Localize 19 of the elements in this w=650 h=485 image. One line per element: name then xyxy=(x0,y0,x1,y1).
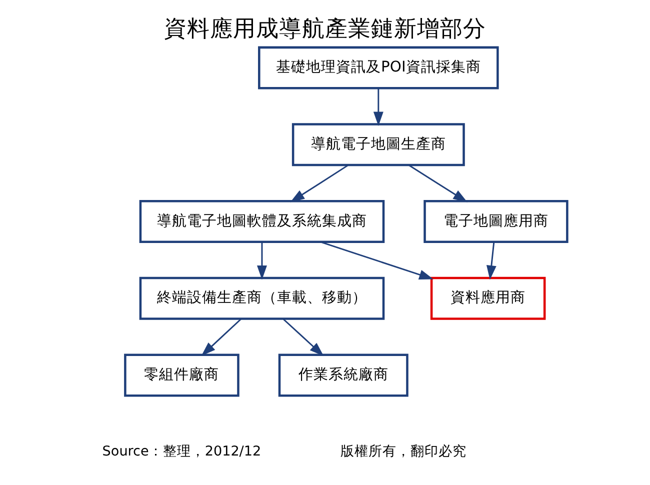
label: 版權所有，翻印必究 xyxy=(340,443,466,460)
node-box: 導航電子地圖生產商 xyxy=(292,122,465,166)
arrow xyxy=(320,240,434,279)
node-box: 作業系統廠商 xyxy=(278,353,408,396)
arrow xyxy=(290,164,349,202)
arrow xyxy=(256,242,267,280)
node-box: 電子地圖應用商 xyxy=(424,200,568,242)
arrow xyxy=(486,242,496,280)
node-box: 終端設備生產商（車載、移動） xyxy=(139,276,385,320)
diagram-title: 資料應用成導航產業鏈新增部分 xyxy=(164,16,486,42)
node-box: 資料應用商 xyxy=(430,276,546,320)
node-box: 導航電子地圖軟體及系統集成商 xyxy=(139,200,385,242)
arrow xyxy=(373,88,384,126)
label: Source：整理，2012/12 xyxy=(102,443,262,460)
arrow xyxy=(282,318,324,356)
arrow xyxy=(408,164,468,202)
node-box: 基礎地理資訊及POI資訊採集商 xyxy=(258,46,499,89)
node-box: 零組件廠商 xyxy=(124,353,240,396)
arrow xyxy=(201,318,242,356)
